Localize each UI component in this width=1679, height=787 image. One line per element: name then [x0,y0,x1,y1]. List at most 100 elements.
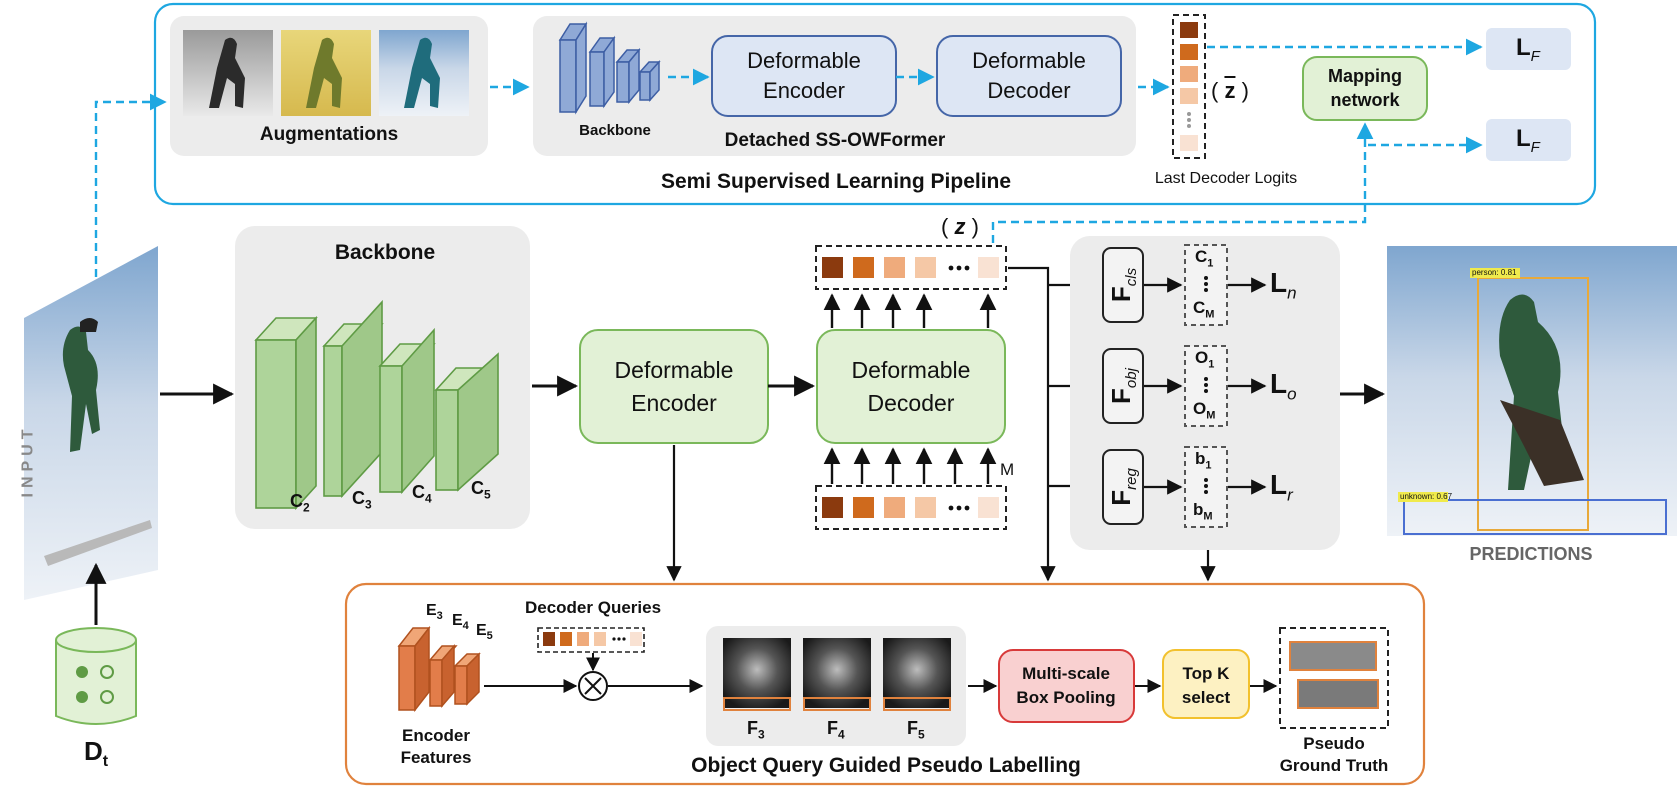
small-query-cell [543,632,555,646]
head-cls-label: Fcls [1105,267,1141,303]
head-loss-r: Lr [1270,469,1293,505]
pseudo-gt-label-2: Ground Truth [1279,756,1389,775]
aug-image-blue [379,30,469,116]
mapping-label-1: Mapping [1328,66,1402,86]
loss-f-box-bottom [1486,119,1571,161]
head-ellipsis-dot [1204,484,1208,488]
prediction-box-person [1477,277,1589,531]
logit-cell [822,497,843,518]
head-ellipsis-dot [1204,389,1208,393]
logit-cell [884,257,905,278]
feature-map-f3 [723,638,791,711]
small-ellipsis-dot [622,637,626,641]
ssl-logit-cell [1180,135,1198,151]
ssl-encoder-label-2: Encoder [763,78,845,103]
mapping-network-box [1302,56,1428,121]
backbone-layers [254,299,499,511]
e4-label: E4 [452,612,469,633]
ssl-ellipsis-dot [1187,112,1191,116]
feature-map-f5 [883,638,951,711]
logit-cell [978,497,999,518]
logit-cell [853,257,874,278]
ssl-encoder-label-1: Deformable [747,48,861,73]
f4-label: F4 [827,718,845,742]
decoder-box [816,329,1006,444]
head-obj-label: Fobj [1105,368,1141,404]
dataset-label: Dt [84,736,109,771]
head-output-last: CM [1193,298,1215,321]
ssl-title: Semi Supervised Learning Pipeline [660,170,1012,193]
ssl-arrow-input [94,93,167,277]
ellipsis-dot [964,505,970,511]
encoder-label-1: Deformable [614,357,734,383]
small-query-cell [630,632,642,646]
small-query-cell [577,632,589,646]
head-reg-label: Freg [1105,468,1141,506]
small-queries-row [537,627,645,653]
logit-cell [884,497,905,518]
pooling-box [998,649,1135,723]
head-obj-box [1102,348,1144,424]
head-output-first: O1 [1195,348,1215,371]
small-ellipsis-dot [612,637,616,641]
pseudo-gt-label-1: Pseudo [1303,734,1365,753]
head-ellipsis-dot [1204,377,1208,381]
logit-cell [822,257,843,278]
ssl-decoder-label-1: Deformable [972,48,1086,73]
aug-image-gray [183,30,273,116]
c4-label: C4 [412,482,432,506]
ellipsis-dot [956,505,962,511]
c2-label: C2 [290,491,310,515]
encoder-features-label-2: Features [400,748,472,767]
ellipsis-dot [948,505,954,511]
multiply-x [584,677,602,695]
ssl-logit-cell [1180,44,1198,60]
head-output-first: C1 [1195,247,1214,270]
pseudo-panel [344,582,1426,786]
head-reg-box [1102,449,1144,525]
predictions-label: PREDICTIONS [1469,544,1593,564]
detached-label: Detached SS-OWFormer [724,130,946,151]
z-bar-label: ( z ) [1211,78,1249,103]
small-query-cell [560,632,572,646]
predictions-image [1387,246,1677,536]
pseudo-title: Object Query Guided Pseudo Labelling [691,754,1081,777]
head-loss-o: Lo [1270,368,1297,404]
ellipsis-dot [948,265,954,271]
decoder-logits-row [815,245,1007,290]
ssl-decoder-label-2: Decoder [987,78,1071,103]
small-ellipsis-dot [617,637,621,641]
feature-map-f4 [803,638,871,711]
logit-cell [915,257,936,278]
loss-f-box-top [1486,28,1571,70]
input-side-label: INPUT [19,424,37,498]
ssl-backbone-label: Backbone [579,122,651,139]
pseudo-gt-box [1279,627,1389,729]
z-label: ( z ) [941,214,979,239]
head-output-last: bM [1193,500,1213,523]
arrow-logits-heads [1008,266,1056,582]
logit-cell [853,497,874,518]
encoder-box [579,329,769,444]
prediction-box-unknown [1403,499,1667,535]
last-logits-box [1172,14,1206,159]
small-query-cell [594,632,606,646]
pred-label-person: person: 0.81 [1472,268,1517,277]
aug-image-yellow [281,30,371,116]
encoder-features-label-1: Encoder [401,726,471,745]
loss-f-top: LF [1516,34,1540,65]
ssl-arrow-z-map [991,122,1374,243]
e3-label: E3 [426,602,443,623]
input-image [24,246,158,600]
decoder-label-2: Decoder [867,390,955,416]
decoder-queries-row [815,485,1007,530]
ellipsis-dot [956,265,962,271]
f5-label: F5 [907,718,925,742]
topk-label-1: Top K [1182,664,1230,683]
pseudo-crop-2 [1297,679,1379,709]
head-output-first: b1 [1195,449,1212,472]
ssl-logit-cell [1180,88,1198,104]
ssl-ellipsis-dot [1187,124,1191,128]
head-ellipsis-dot [1204,383,1208,387]
M-label: M [1000,460,1015,479]
